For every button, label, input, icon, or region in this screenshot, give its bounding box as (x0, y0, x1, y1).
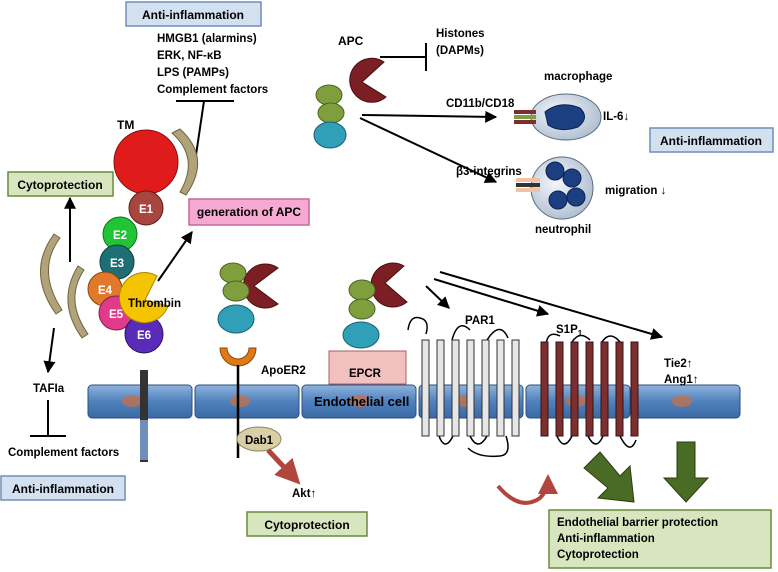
tm-lectin-domain (113, 129, 179, 195)
complement-top-label: Complement factors (157, 84, 268, 96)
outcome-anti-inflammation-label: Anti-inflammation (557, 533, 655, 545)
arrow-to-akt (266, 448, 301, 485)
dab1-label: Dab1 (245, 435, 274, 447)
outcome-barrier-label: Endothelial barrier protection (557, 517, 718, 529)
anti-inflammation-right-label: Anti-inflammation (660, 134, 762, 148)
anti-inflammation-right-box: Anti-inflammation (649, 127, 774, 153)
anti-inflammation-bottom-left-box: Anti-inflammation (0, 475, 126, 501)
anti-inflammation-top-box: Anti-inflammation (125, 1, 262, 27)
s1p1-label: S1P1 (556, 324, 583, 338)
tm-domain-e3: E3 (110, 258, 124, 270)
endothelial-membrane (87, 384, 741, 419)
green-arrow-s1p1 (583, 451, 635, 503)
tie2-label: Tie2↑ (664, 358, 693, 370)
anti-inflammation-bottom-left-label: Anti-inflammation (12, 482, 114, 496)
histones-label: Histones (436, 28, 485, 40)
tm-domain-e6: E6 (137, 330, 151, 342)
arrow-to-tafia (43, 327, 56, 374)
arrow-to-tie2 (439, 271, 664, 340)
par1-label: PAR1 (465, 315, 495, 327)
neutrophil-cell: β3-integrins migration ↓ neutrophil (456, 156, 666, 236)
b3integrins-label: β3-integrins (456, 166, 522, 178)
outcome-cytoprotection-label: Cytoprotection (557, 549, 639, 561)
par1-receptor: PAR1 (407, 315, 520, 458)
thrombin-shape (118, 272, 169, 324)
tm-inhibited-factors: HMGB1 (alarmins) ERK, NF-κB LPS (PAMPs) … (157, 33, 268, 156)
arrow-to-neutrophil (359, 117, 498, 183)
cytoprotection-bottom-box: Cytoprotection (246, 511, 368, 537)
cytoprotection-bottom-label: Cytoprotection (264, 518, 349, 532)
endothelial-cell-label: Endothelial cell (314, 394, 409, 409)
tafia-inhibition (30, 400, 66, 437)
apc-label: APC (338, 34, 364, 48)
ang1-label: Ang1↑ (664, 374, 699, 386)
tm-domain-e1: E1 (139, 204, 154, 216)
arrow-to-s1p1 (433, 278, 550, 317)
apc-top: APC (313, 34, 387, 149)
tm-lectin-arc-right (171, 128, 199, 196)
tm-domain-e2: E2 (113, 230, 127, 242)
histones-inhibition (380, 43, 427, 71)
il6-label: IL-6↓ (603, 111, 629, 123)
cd11b-label: CD11b/CD18 (446, 98, 515, 110)
apoer2-label: ApoER2 (261, 365, 306, 377)
arrow-to-par1 (425, 285, 450, 309)
apc-apoer2-complex (217, 262, 279, 334)
dab1-node: Dab1 (236, 426, 301, 485)
tm-label: TM (117, 118, 134, 132)
green-arrow-tie2 (662, 441, 710, 503)
generation-apc-box: generation of APC (188, 198, 310, 226)
generation-apc-label: generation of APC (197, 205, 302, 219)
epcr-label: EPCR (349, 368, 382, 380)
tm-lectin-arc-left-2 (67, 265, 89, 339)
endothelial-outcome-box: Endothelial barrier protection Anti-infl… (548, 509, 772, 569)
cytoprotection-left-label: Cytoprotection (17, 178, 102, 192)
s1p1-receptor: S1P1 (540, 324, 639, 448)
akt-label: Akt↑ (292, 488, 316, 500)
arrow-to-apc-generation (157, 231, 193, 282)
macrophage-cell: macrophage CD11b/CD18 IL-6↓ (446, 71, 629, 141)
tafia-label: TAFIa (33, 383, 65, 395)
tm-domain-e4: E4 (98, 285, 113, 297)
dapms-label: (DAPMs) (436, 45, 484, 57)
anti-inflammation-top-label: Anti-inflammation (142, 8, 244, 22)
apc-epcr-complex (342, 262, 408, 349)
neutrophil-label: neutrophil (535, 224, 591, 236)
hmgb1-label: HMGB1 (alarmins) (157, 33, 257, 45)
par1-s1p1-transactivation-arrow (496, 474, 558, 505)
lps-label: LPS (PAMPs) (157, 67, 229, 79)
thrombin-label: Thrombin (128, 298, 181, 310)
erk-label: ERK, NF-κB (157, 50, 222, 62)
macrophage-label: macrophage (544, 71, 612, 83)
epcr-receptor: EPCR (328, 350, 407, 385)
cytoprotection-left-box: Cytoprotection (7, 171, 114, 197)
arrow-to-macrophage (361, 110, 498, 123)
tm-egf-domains: E1 E2 E3 E4 E5 E6 (87, 190, 164, 354)
tm-domain-e5: E5 (109, 309, 124, 321)
thrombomodulin: TM E1 E2 E3 E4 E5 E6 Thrombin (40, 118, 199, 462)
tm-lectin-arc-left-1 (40, 233, 63, 315)
migration-label: migration ↓ (605, 185, 666, 197)
complement-bottom-label: Complement factors (8, 447, 119, 459)
